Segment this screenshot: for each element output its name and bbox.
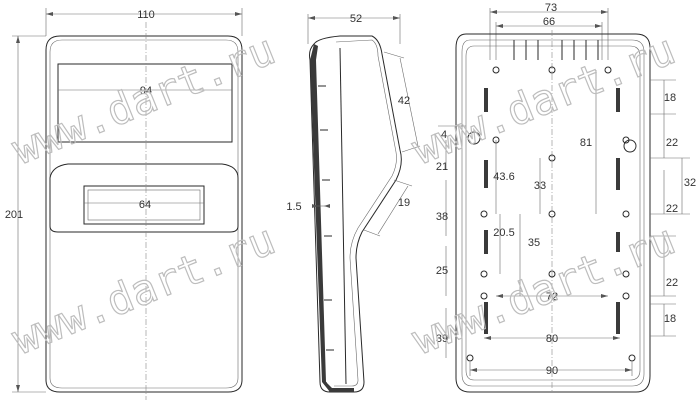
dim-90: 90 — [546, 365, 558, 377]
dim-32: 32 — [684, 177, 696, 189]
dim-110: 110 — [137, 9, 155, 21]
side-view: 52 42 19 1.5 — [286, 13, 421, 393]
dim-33: 33 — [534, 180, 546, 192]
dim-52: 52 — [350, 13, 362, 25]
dim-4: 4 — [441, 129, 447, 141]
watermark-1: www.dart.ru — [5, 25, 281, 175]
dim-22-c: 22 — [666, 277, 678, 289]
dim-66: 66 — [543, 16, 555, 28]
top-ribs — [513, 40, 599, 60]
dim-19: 19 — [398, 197, 410, 209]
dim-201: 201 — [5, 209, 23, 221]
dim-18-top: 18 — [664, 92, 676, 104]
dim-72: 72 — [546, 291, 558, 303]
dim-25: 25 — [436, 265, 448, 277]
dim-39: 39 — [436, 333, 448, 345]
watermarks: www.dart.ru www.dart.ru www.dart.ru www.… — [5, 24, 682, 365]
dim-64: 64 — [139, 199, 151, 211]
back-view: 73 66 — [436, 2, 696, 393]
dim-42: 42 — [398, 95, 410, 107]
front-view: 110 201 94 64 — [5, 8, 243, 400]
right-slots — [616, 88, 620, 334]
dim-35: 35 — [528, 237, 540, 249]
dim-73: 73 — [545, 2, 557, 14]
dim-43-6: 43.6 — [493, 171, 514, 183]
screw-bosses — [466, 66, 637, 362]
dim-20-5: 20.5 — [493, 227, 514, 239]
dim-22-a: 22 — [666, 137, 678, 149]
watermark-2: www.dart.ru — [5, 215, 281, 365]
dim-18-bottom: 18 — [664, 313, 676, 325]
dim-22-b: 22 — [666, 203, 678, 215]
dim-1-5: 1.5 — [286, 201, 301, 213]
dim-81: 81 — [580, 137, 592, 149]
dim-21: 21 — [436, 161, 448, 173]
left-slots — [484, 88, 488, 334]
dim-80: 80 — [546, 333, 558, 345]
dim-38: 38 — [436, 211, 448, 223]
